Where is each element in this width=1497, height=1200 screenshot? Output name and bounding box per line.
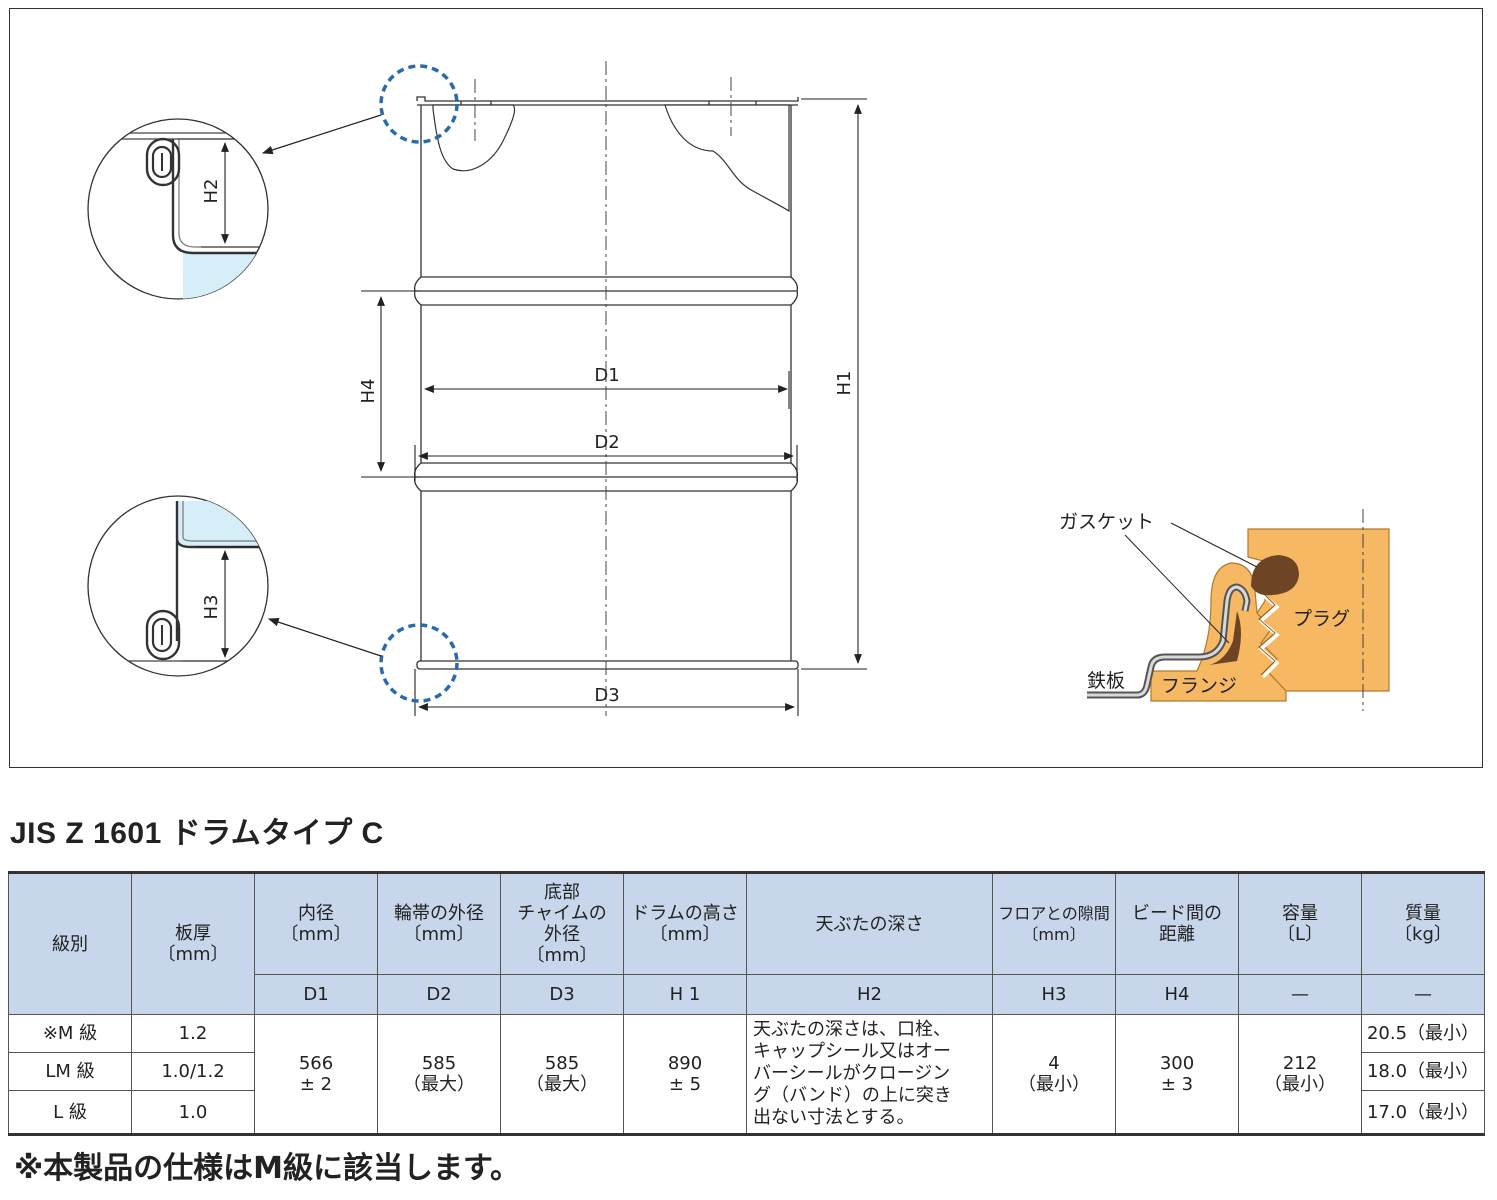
label-d1: D1 — [594, 365, 619, 386]
header-bead-distance: ビード間の 距離 — [1115, 872, 1239, 975]
gasket-body — [1251, 555, 1299, 596]
top-detail-view: H2 — [87, 118, 269, 300]
cell-capacity: 212 （最小） — [1238, 1014, 1362, 1135]
cell-grade: LM 級 — [8, 1052, 132, 1091]
symbol-d2: D2 — [377, 974, 501, 1015]
symbol-d3: D3 — [500, 974, 624, 1015]
spec-table: 級別 板厚 〔mm〕 内径 〔mm〕 輪帯の外径 〔mm〕 底部 チャイムの 外… — [8, 871, 1485, 1136]
header-floor-gap: フロアとの隙間 〔mm〕 — [992, 872, 1116, 975]
label-d2: D2 — [594, 432, 619, 453]
header-capacity: 容量 〔L〕 — [1238, 872, 1362, 975]
header-inner-diameter: 内径 〔mm〕 — [254, 872, 378, 975]
cutaway-views — [432, 104, 790, 213]
table-row: LM 級 1.0/1.2 18.0（最小） — [8, 1052, 1485, 1091]
table-symbol-row: D1 D2 D3 H 1 H2 H3 H4 — — — [9, 974, 1485, 1015]
header-chime-od: 底部 チャイムの 外径 〔mm〕 — [500, 872, 624, 975]
cell-h4: 300 ± 3 — [1115, 1014, 1239, 1135]
symbol-capacity: — — [1238, 974, 1362, 1015]
label-h2: H2 — [201, 179, 222, 204]
cell-h2-note: 天ぶたの深さは、口栓、 キャップシール又はオー バーシールがクロージン グ（バン… — [746, 1014, 993, 1135]
callout-plug: プラグ — [1293, 608, 1350, 630]
symbol-mass: — — [1361, 974, 1485, 1015]
header-lid-depth: 天ぶたの深さ — [746, 872, 993, 975]
header-thickness: 板厚 〔mm〕 — [131, 872, 255, 1015]
cell-mass: 17.0（最小） — [1361, 1090, 1485, 1135]
cell-mass: 18.0（最小） — [1361, 1052, 1485, 1091]
symbol-h3: H3 — [992, 974, 1116, 1015]
dimension-labels: D1 D2 D3 H1 H4 — [358, 365, 855, 706]
cell-d1: 566 ± 2 — [254, 1014, 378, 1135]
detail-leaders — [261, 114, 382, 657]
callout-gasket: ガスケット — [1059, 511, 1154, 533]
label-h4: H4 — [358, 379, 379, 404]
header-drum-height: ドラムの高さ 〔mm〕 — [623, 872, 747, 975]
symbol-d1: D1 — [254, 974, 378, 1015]
page-title: JIS Z 1601 ドラムタイプ C — [10, 817, 384, 850]
cell-grade: ※M 級 — [8, 1014, 132, 1053]
detail-markers — [379, 64, 459, 703]
header-mass: 質量 〔kg〕 — [1361, 872, 1485, 975]
callout-steel-plate: 鉄板 — [1087, 670, 1125, 692]
cell-h3: 4 （最小） — [992, 1014, 1116, 1135]
diagram-frame: D1 D2 D3 H1 H4 H2 — [9, 8, 1483, 768]
header-grade: 級別 — [8, 872, 132, 1015]
cell-thickness: 1.0/1.2 — [131, 1052, 255, 1091]
cell-thickness: 1.0 — [131, 1090, 255, 1135]
table-row: ※M 級 1.2 566 ± 2 585 （最大） 585 （最大） 890 ±… — [8, 1014, 1485, 1135]
cell-h1: 890 ± 5 — [623, 1014, 747, 1135]
cell-d3: 585 （最大） — [500, 1014, 624, 1135]
dimension-lines — [361, 98, 867, 716]
plug-section: ガスケット プラグ フランジ 鉄板 — [1059, 509, 1390, 711]
cell-d2: 585 （最大） — [377, 1014, 501, 1135]
drum-diagram: D1 D2 D3 H1 H4 H2 — [87, 61, 1390, 716]
symbol-h4: H4 — [1115, 974, 1239, 1015]
cell-grade: L 級 — [8, 1090, 132, 1135]
label-d3: D3 — [594, 685, 619, 706]
bottom-detail-view: H3 — [87, 495, 269, 677]
table-header-row: 級別 板厚 〔mm〕 内径 〔mm〕 輪帯の外径 〔mm〕 底部 チャイムの 外… — [8, 872, 1485, 1015]
footnote: ※本製品の仕様はM級に該当します。 — [14, 1151, 521, 1186]
label-h1: H1 — [834, 371, 855, 396]
label-h3: H3 — [201, 595, 222, 620]
symbol-h2: H2 — [746, 974, 993, 1015]
callout-flange: フランジ — [1161, 675, 1237, 697]
cell-thickness: 1.2 — [131, 1014, 255, 1053]
cell-mass: 20.5（最小） — [1361, 1014, 1485, 1053]
header-band-od: 輪帯の外径 〔mm〕 — [377, 872, 501, 975]
symbol-h1: H 1 — [623, 974, 747, 1015]
table-row: L 級 1.0 17.0（最小） — [8, 1090, 1485, 1135]
